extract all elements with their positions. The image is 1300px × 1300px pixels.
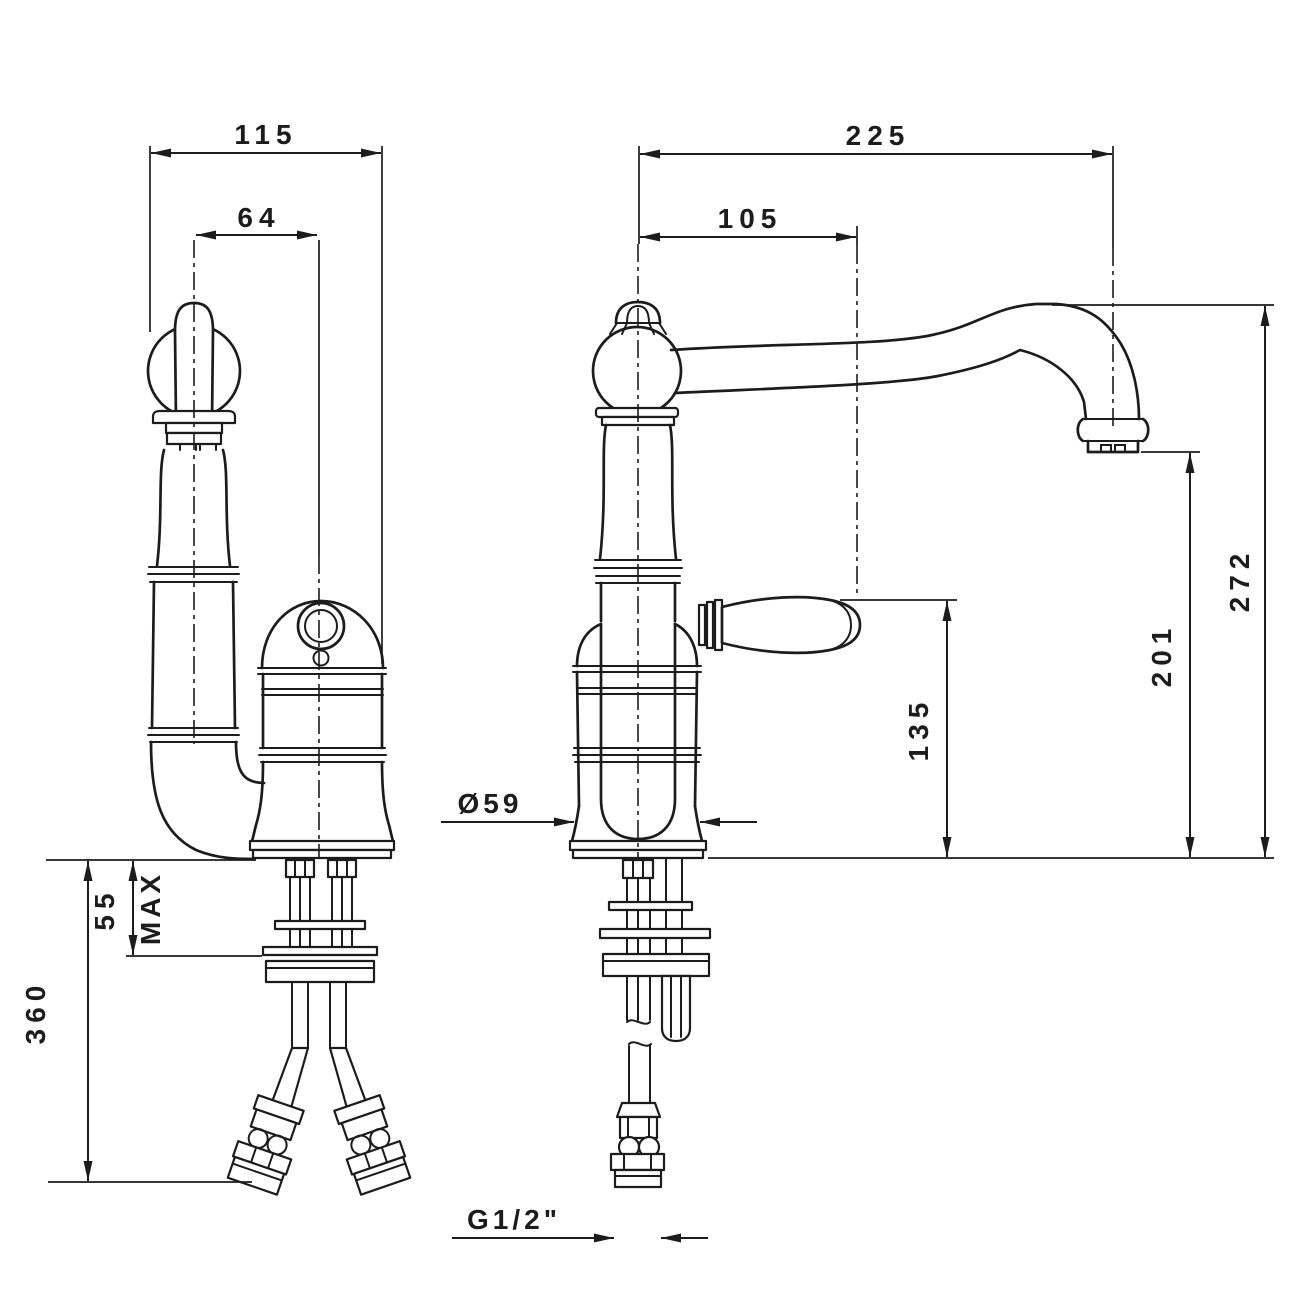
- dimension-lines: [83, 148, 1270, 1243]
- dim-thread-label: G1/2": [467, 1204, 561, 1235]
- dim-115-label: 115: [234, 119, 297, 150]
- side-hose-connector-left: [226, 1094, 305, 1196]
- side-mounting-hardware: [261, 858, 379, 984]
- dimension-labels: 115 64 225 105 Ø59 G1/2" 135 201 272 55 …: [20, 119, 1255, 1235]
- dim-225-label: 225: [846, 120, 911, 151]
- side-washer: [273, 919, 367, 931]
- side-spout-column: [147, 448, 266, 861]
- side-view: [146, 301, 412, 1196]
- dim-272-label: 272: [1224, 548, 1255, 613]
- side-base-plate: [248, 839, 396, 852]
- side-hose-connector-right: [333, 1094, 412, 1196]
- side-outlet-circle: [296, 601, 346, 651]
- front-washer: [598, 927, 712, 940]
- front-mounting-hardware: [598, 858, 712, 1043]
- front-ball-joint: [591, 325, 683, 417]
- front-mounting-plate: [601, 952, 711, 978]
- front-view: [568, 300, 1150, 1189]
- dim-55-label: 55: [89, 887, 120, 930]
- side-mounting-plate: [264, 959, 376, 984]
- dim-64-label: 64: [237, 202, 280, 233]
- dim-135-label: 135: [903, 697, 934, 762]
- dim-max-label: MAX: [135, 871, 166, 945]
- side-supply-hoses: [226, 981, 412, 1196]
- front-washer: [607, 900, 694, 912]
- front-hex-rod: [660, 974, 692, 1043]
- dim-diameter-label: Ø59: [458, 788, 523, 819]
- front-spout: [669, 302, 1150, 454]
- side-body: [248, 599, 396, 860]
- front-handle: [697, 595, 862, 655]
- side-washer: [261, 945, 379, 957]
- dim-105-label: 105: [718, 203, 783, 234]
- extension-lines: [46, 146, 1274, 1183]
- dim-360-label: 360: [20, 980, 51, 1045]
- front-supply-connector: [609, 1041, 666, 1189]
- front-spout-shaft: [599, 622, 677, 841]
- dim-201-label: 201: [1146, 623, 1177, 688]
- centerlines: [193, 240, 1114, 857]
